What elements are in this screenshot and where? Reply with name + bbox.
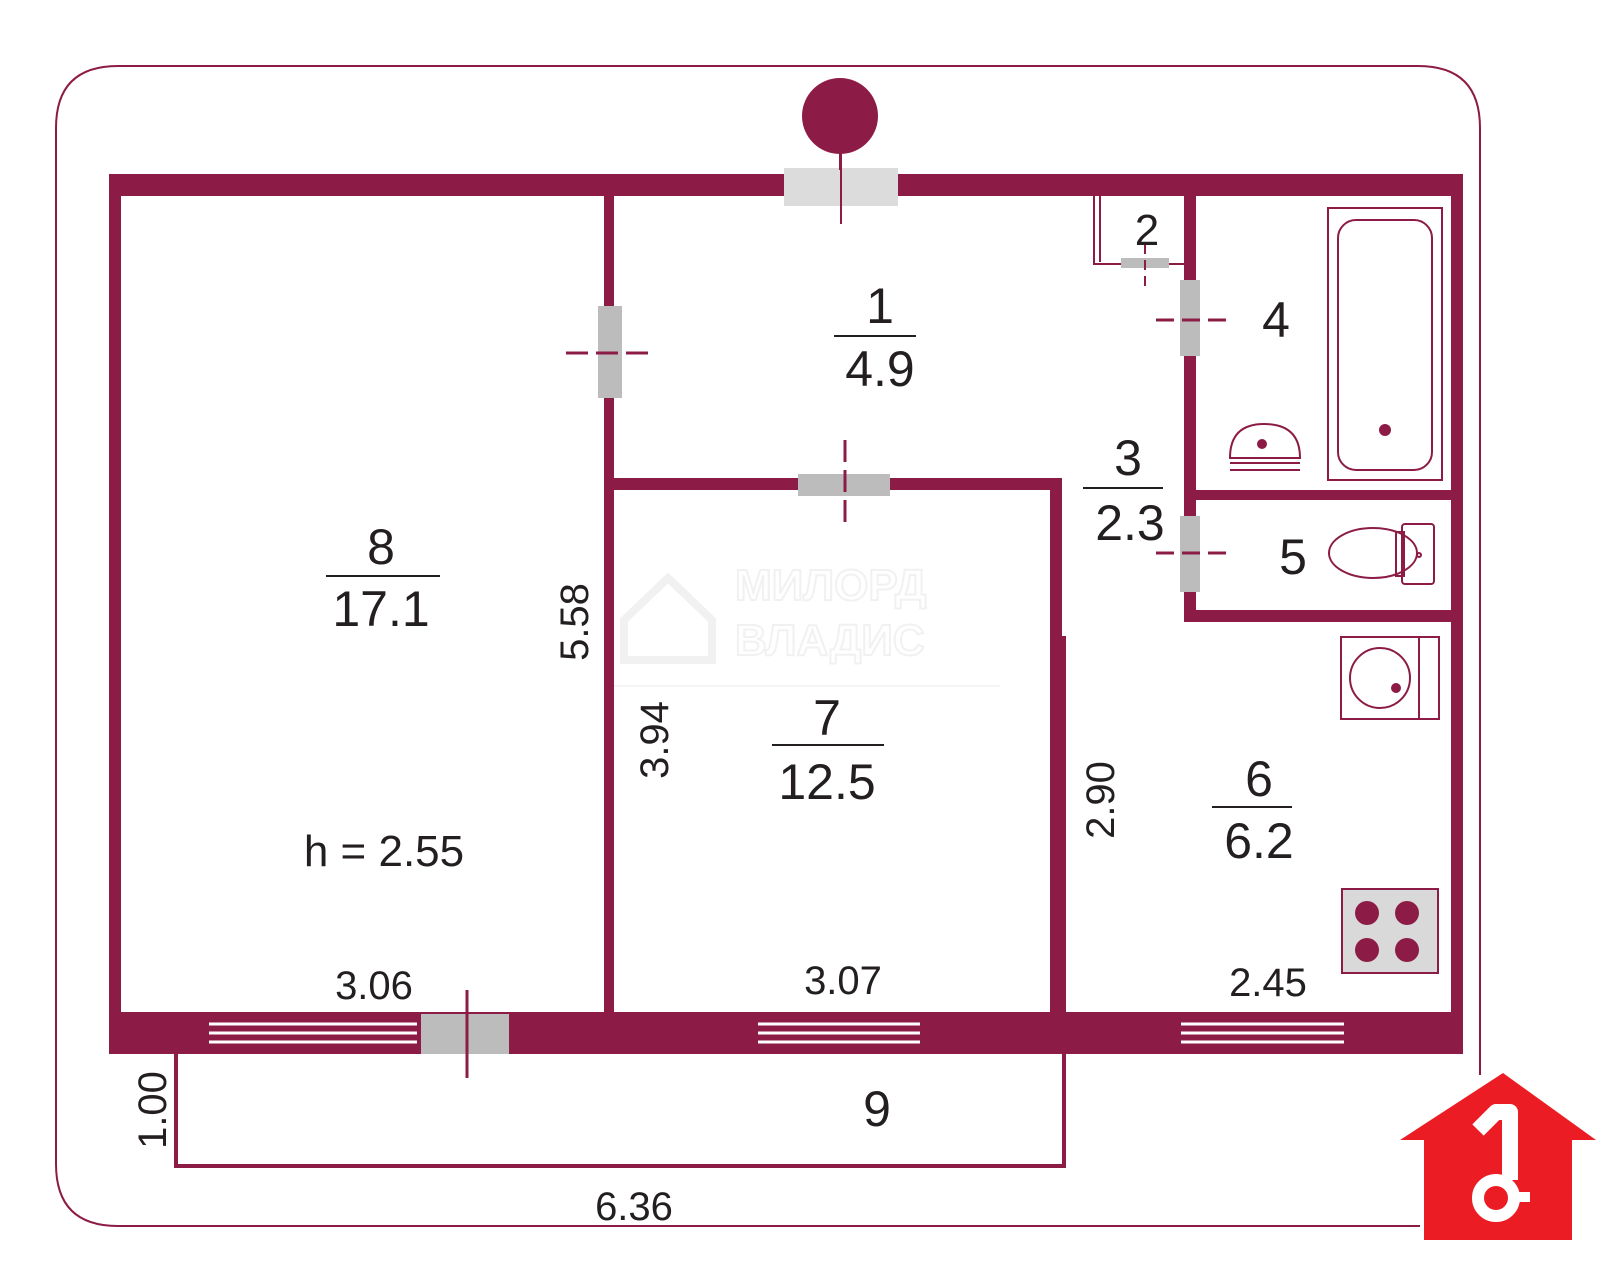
room-3-area: 2.3	[1095, 495, 1165, 551]
watermark: МИЛОРД ВЛАДИС	[610, 560, 1000, 687]
room-5-number: 5	[1279, 529, 1307, 585]
room-7-label: 7 12.5	[772, 690, 884, 810]
room-8-label: 8 17.1	[326, 519, 440, 637]
plan-frame	[55, 65, 1481, 1227]
room-6-label: 6 6.2	[1212, 751, 1294, 869]
watermark-line2: ВЛАДИС	[735, 616, 925, 665]
room-1-label: 1 4.9	[834, 278, 916, 397]
wall-room8-partition	[604, 196, 614, 1012]
wall-toilet-bottom	[1184, 610, 1463, 622]
room-4-number: 4	[1262, 292, 1290, 348]
balcony-outline	[174, 1054, 1066, 1168]
walls	[109, 174, 1463, 1054]
room-6-number: 6	[1245, 751, 1273, 807]
dim-room8-depth: 5.58	[553, 583, 597, 661]
room-3-number: 3	[1114, 430, 1142, 486]
dim-room6-width: 2.45	[1229, 961, 1307, 1005]
room-2-number: 2	[1135, 206, 1159, 255]
dim-room6-depth: 2.90	[1079, 761, 1123, 839]
room-1-number: 1	[866, 278, 894, 334]
room-3-label: 3 2.3	[1083, 430, 1165, 551]
wall-room6-left	[1058, 636, 1066, 1012]
window-room7	[758, 1022, 920, 1044]
wall-right	[1451, 174, 1463, 1026]
room-1-area: 4.9	[845, 341, 915, 397]
washing-machine-icon	[1340, 636, 1440, 720]
dim-room7-width: 3.07	[804, 959, 882, 1003]
wall-left	[109, 174, 121, 1054]
door-room4	[1180, 280, 1200, 356]
toilet-icon	[1328, 523, 1435, 585]
room-7-area: 12.5	[778, 754, 875, 810]
openings	[209, 150, 1344, 1078]
balcony-door	[421, 1014, 509, 1054]
stove-icon	[1341, 888, 1439, 974]
dim-room7-depth: 3.94	[633, 701, 677, 779]
dim-balcony-width: 6.36	[595, 1185, 673, 1229]
room-9-number: 9	[863, 1081, 891, 1137]
ceiling-height: h = 2.55	[304, 827, 464, 876]
window-room8	[209, 1016, 417, 1050]
house-key-logo-icon	[1400, 1073, 1596, 1240]
room-8-area: 17.1	[332, 581, 429, 637]
watermark-line1: МИЛОРД	[735, 561, 926, 610]
wall-bath-toilet	[1196, 490, 1451, 500]
dim-room8-width: 3.06	[335, 964, 413, 1008]
room-6-area: 6.2	[1224, 813, 1294, 869]
window-room6	[1181, 1022, 1344, 1044]
north-marker-icon	[802, 78, 878, 170]
bathtub-icon	[1327, 207, 1443, 481]
room-8-number: 8	[367, 519, 395, 575]
room-7-number: 7	[813, 690, 841, 746]
washbasin-icon	[1228, 422, 1302, 471]
dim-balcony-depth: 1.00	[131, 1071, 175, 1149]
